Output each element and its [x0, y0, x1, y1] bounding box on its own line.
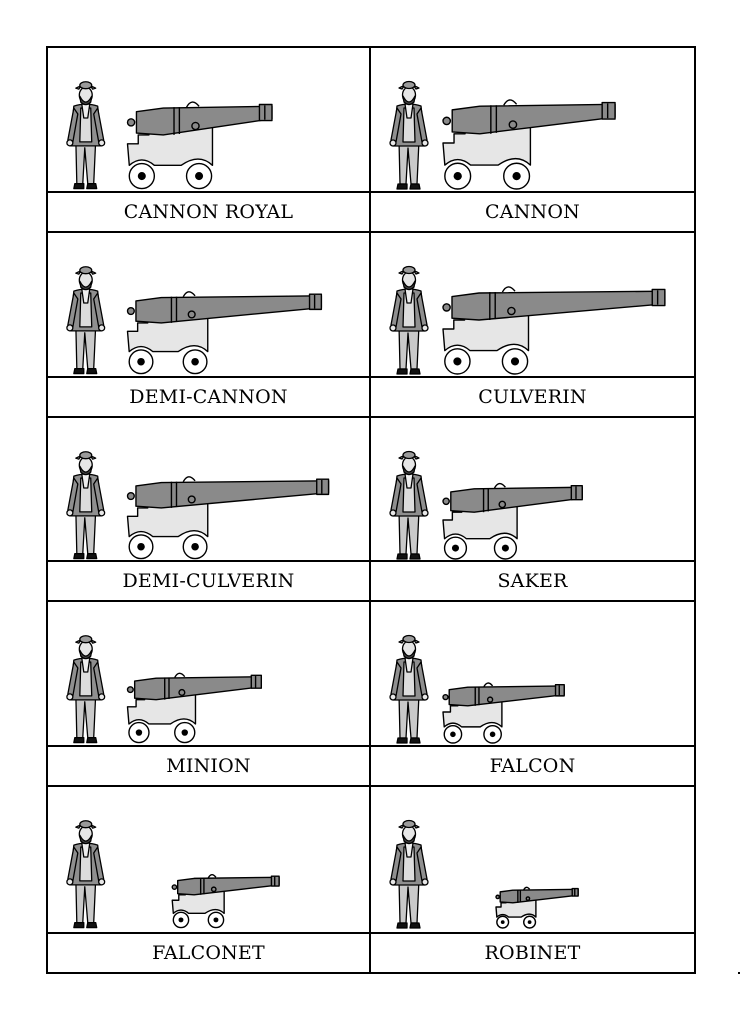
card-label: CANNON: [371, 190, 694, 231]
card-label: ROBINET: [371, 932, 694, 972]
card-demi-culverin: DEMI-CULVERIN: [48, 417, 371, 603]
card-label: FALCONET: [48, 932, 369, 972]
card-culverin: CULVERIN: [371, 233, 694, 418]
saker-illustration: [389, 450, 583, 560]
sailor-figure: [389, 265, 429, 375]
sailor-figure: [66, 265, 106, 375]
cannon-figure: [442, 286, 666, 375]
card-label: MINION: [48, 745, 369, 785]
card-robinet: ROBINET: [371, 787, 694, 972]
card-falconet: FALCONET: [48, 787, 371, 972]
sailor-figure: [389, 635, 429, 745]
sailor-figure: [389, 450, 429, 560]
sailor-figure: [66, 635, 106, 744]
cannon-figure: [126, 290, 323, 375]
stray-mark: [738, 972, 740, 974]
falcon-illustration: [389, 635, 565, 745]
demi-culverin-illustration: [66, 450, 330, 559]
card-label: CULVERIN: [371, 375, 694, 416]
robinet-illustration: [389, 820, 579, 929]
card-falcon: FALCON: [371, 602, 694, 788]
cannon-figure: [126, 475, 330, 559]
cannon-figure: [442, 99, 616, 190]
sailor-figure: [389, 820, 429, 929]
card-saker: SAKER: [371, 418, 694, 603]
card-label: DEMI-CANNON: [48, 375, 369, 416]
cannon-illustration: [389, 80, 616, 190]
sailor-figure: [66, 820, 106, 929]
cannon-figure: [171, 874, 280, 929]
cannon-figure: [442, 682, 565, 745]
demi-cannon-illustration: [66, 265, 323, 375]
card-label: CANNON ROYAL: [48, 190, 369, 231]
card-demi-cannon: DEMI-CANNON: [48, 232, 371, 418]
card-label: SAKER: [371, 560, 694, 600]
culverin-illustration: [389, 265, 666, 375]
cannon-figure: [126, 101, 273, 190]
sailor-figure: [66, 81, 106, 190]
sailor-figure: [389, 80, 429, 190]
card-label: FALCON: [371, 745, 694, 785]
cannon-figure: [495, 886, 579, 929]
cannon-card-sheet: CANNON ROYAL CANNON DEMI-CANNON CULVERIN…: [46, 46, 696, 974]
cannon-figure: [442, 482, 583, 560]
cannon-royal-illustration: [66, 81, 273, 190]
card-cannon: CANNON: [371, 48, 694, 233]
sailor-figure: [66, 450, 106, 559]
minion-illustration: [66, 635, 263, 744]
cannon-figure: [126, 673, 263, 744]
card-minion: MINION: [48, 602, 371, 788]
card-cannon-royal: CANNON ROYAL: [48, 48, 371, 233]
card-label: DEMI-CULVERIN: [48, 560, 369, 600]
falconet-illustration: [66, 820, 280, 929]
